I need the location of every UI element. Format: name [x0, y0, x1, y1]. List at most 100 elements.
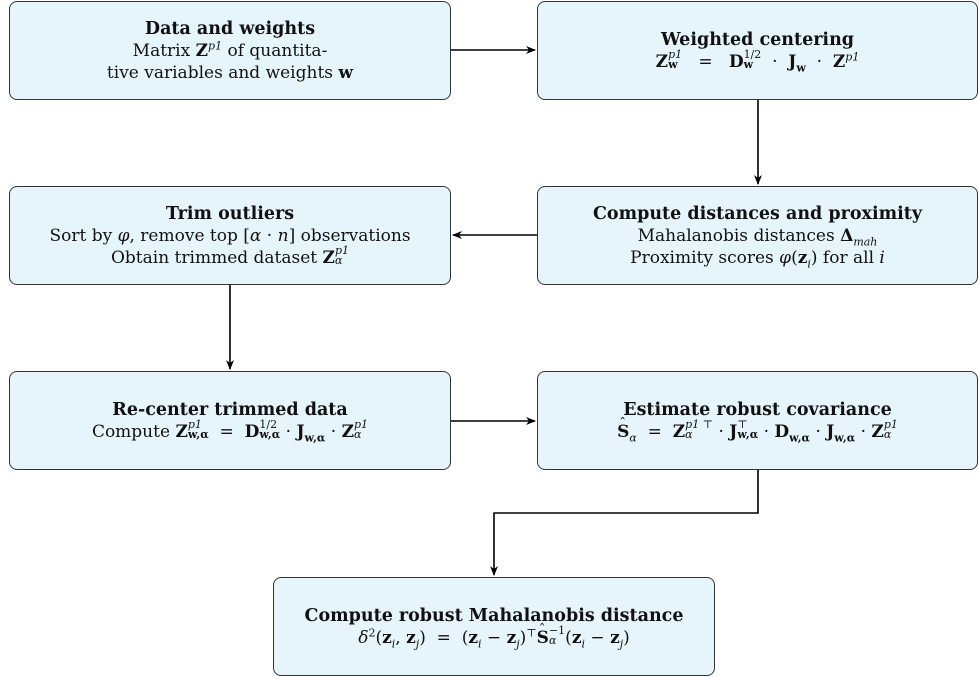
math-symbol: Z — [672, 421, 686, 442]
math-op: = — [698, 51, 713, 72]
text: , remove top [ — [129, 225, 250, 246]
math-symbol: D — [244, 421, 260, 442]
node-trim-outliers: Trim outliers Sort by φ, remove top [α ·… — [9, 186, 451, 285]
math-sub: w,α — [834, 430, 856, 444]
math-symbol: Z — [175, 421, 188, 442]
text: for all — [817, 247, 880, 268]
math-sup: −1 — [548, 624, 566, 637]
node-robust-covariance: Estimate robust covariance Sα = Zp1 ⊤α ·… — [537, 371, 978, 470]
math-sub: w,α — [737, 428, 759, 441]
math-symbol: Z — [195, 40, 209, 61]
math-symbol: J — [296, 421, 305, 442]
math-sub: i — [807, 256, 811, 270]
math-symbol: Z — [341, 421, 355, 442]
text: Mahalanobis distances — [637, 225, 841, 246]
text: Obtain trimmed dataset — [110, 247, 323, 268]
math-symbol: n — [277, 225, 289, 246]
math-symbol: J — [826, 421, 835, 442]
math-sup: ⊤ — [737, 418, 748, 431]
math-op: · — [285, 421, 292, 442]
text: Matrix — [132, 40, 196, 61]
math-sub: w,α — [259, 428, 281, 441]
math-sub: j — [415, 636, 420, 650]
math-op: · — [718, 421, 724, 442]
math-sup: p1 — [354, 418, 369, 431]
math-sub: w — [796, 60, 806, 74]
math-op: = — [647, 421, 662, 442]
node-title: Compute robust Mahalanobis distance — [304, 605, 684, 626]
text: Sort by — [49, 225, 118, 246]
math-op: ) — [623, 627, 630, 648]
math-op: · — [261, 225, 278, 246]
math-symbol: J — [788, 51, 797, 72]
node-title: Data and weights — [144, 18, 316, 39]
math-op: · — [763, 421, 769, 442]
node-line: Sort by φ, remove top [α · n] observatio… — [10, 225, 450, 247]
math-op: ) — [810, 247, 818, 268]
node-data-and-weights: Data and weights Matrix Zp1 of quantita-… — [9, 1, 451, 100]
math-script: ⊤w,α — [737, 418, 759, 441]
math-symbol: D — [774, 421, 790, 442]
math-op: · — [772, 51, 778, 72]
math-op: = — [219, 421, 234, 442]
math-script: p1 ⊤α — [685, 418, 714, 441]
math-op: ) — [519, 627, 527, 648]
math-sub: i — [581, 636, 585, 650]
math-sub: α — [883, 428, 892, 441]
math-sub: i — [391, 636, 396, 650]
math-symbol: Z — [655, 51, 669, 72]
text: of quantita- — [222, 40, 328, 61]
node-line: Mahalanobis distances Δmah — [538, 225, 977, 247]
math-sub: w — [743, 58, 754, 71]
math-sub: w,α — [789, 430, 811, 444]
math-symbol: S — [537, 619, 549, 649]
math-symbol: z — [797, 247, 808, 268]
node-title: Trim outliers — [165, 203, 295, 224]
math-op: , — [395, 627, 407, 648]
math-sub: w,α — [304, 430, 326, 444]
math-sup: ⊤ — [526, 625, 537, 639]
node-formula: δ2(zi, zj) = (zi − zj)⊤S−1α(zi − zj) — [274, 619, 714, 650]
node-compute-distances: Compute distances and proximity Mahalano… — [537, 186, 978, 285]
math-symbol: z — [571, 627, 582, 648]
math-op: ) — [419, 627, 426, 648]
math-op: · — [330, 421, 337, 442]
math-sup: p1 ⊤ — [685, 418, 714, 431]
math-sub: w,α — [187, 428, 209, 441]
math-op: = — [436, 627, 451, 648]
math-symbol: δ — [358, 627, 369, 648]
math-symbol: Z — [871, 421, 884, 442]
math-op: ( — [565, 627, 572, 648]
math-op: ( — [375, 627, 383, 648]
arrow-covariance-to-robust — [490, 470, 759, 576]
math-sub: α — [548, 634, 557, 647]
math-symbol: z — [610, 627, 620, 648]
math-symbol: z — [406, 627, 416, 648]
math-sup: 1/2 — [743, 48, 762, 61]
math-sub: α — [685, 428, 693, 441]
math-sup: 1/2 — [259, 418, 278, 431]
math-symbol: Z — [322, 247, 335, 268]
math-op: · — [815, 421, 821, 442]
math-sub: j — [619, 636, 624, 650]
math-symbol: z — [468, 627, 478, 648]
node-title: Compute distances and proximity — [592, 203, 923, 224]
math-symbol: φ — [779, 247, 792, 268]
math-symbol: Δ — [840, 225, 854, 246]
math-sub: α — [629, 430, 637, 444]
math-symbol: α — [249, 225, 262, 246]
math-symbol: z — [382, 627, 392, 648]
math-symbol: i — [879, 247, 885, 268]
math-sub: α — [354, 428, 362, 441]
